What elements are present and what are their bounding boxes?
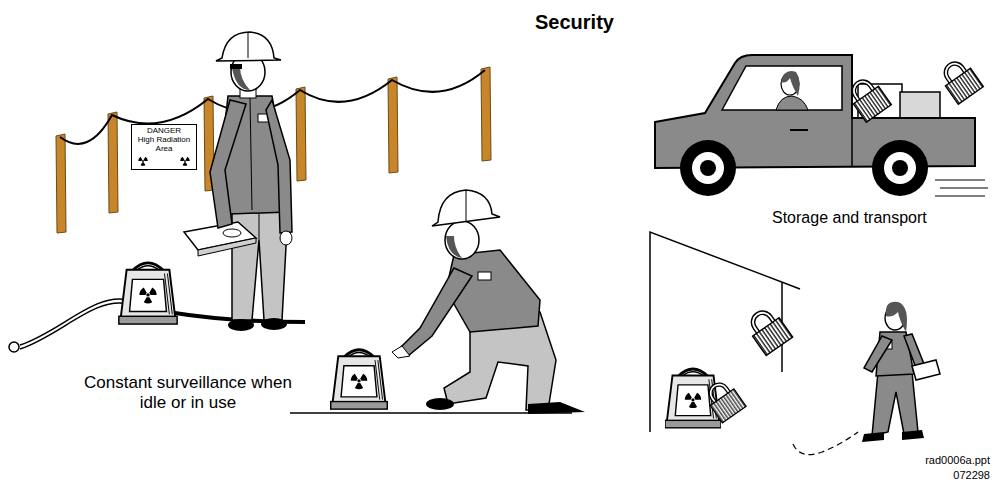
date-code: 072298 <box>953 469 990 482</box>
worker-walking <box>862 302 940 442</box>
radiation-symbol <box>179 155 191 167</box>
worker-kneeling <box>290 190 585 414</box>
truck <box>655 55 988 196</box>
diagram-title: Security <box>0 11 999 34</box>
worker-standing <box>184 32 292 331</box>
sign-heading: DANGER <box>134 127 194 136</box>
radiation-symbol <box>137 155 149 167</box>
caption-text: Constant surveillance when idle or in us… <box>74 373 302 412</box>
file-name: rad0006a.ppt <box>925 454 990 467</box>
caption-text: Storage and transport <box>772 209 927 227</box>
fence <box>56 67 491 233</box>
warning-sign: DANGERHigh Radiation Area <box>131 124 197 170</box>
storage-building <box>650 232 858 455</box>
sign-text: High Radiation Area <box>134 136 194 154</box>
